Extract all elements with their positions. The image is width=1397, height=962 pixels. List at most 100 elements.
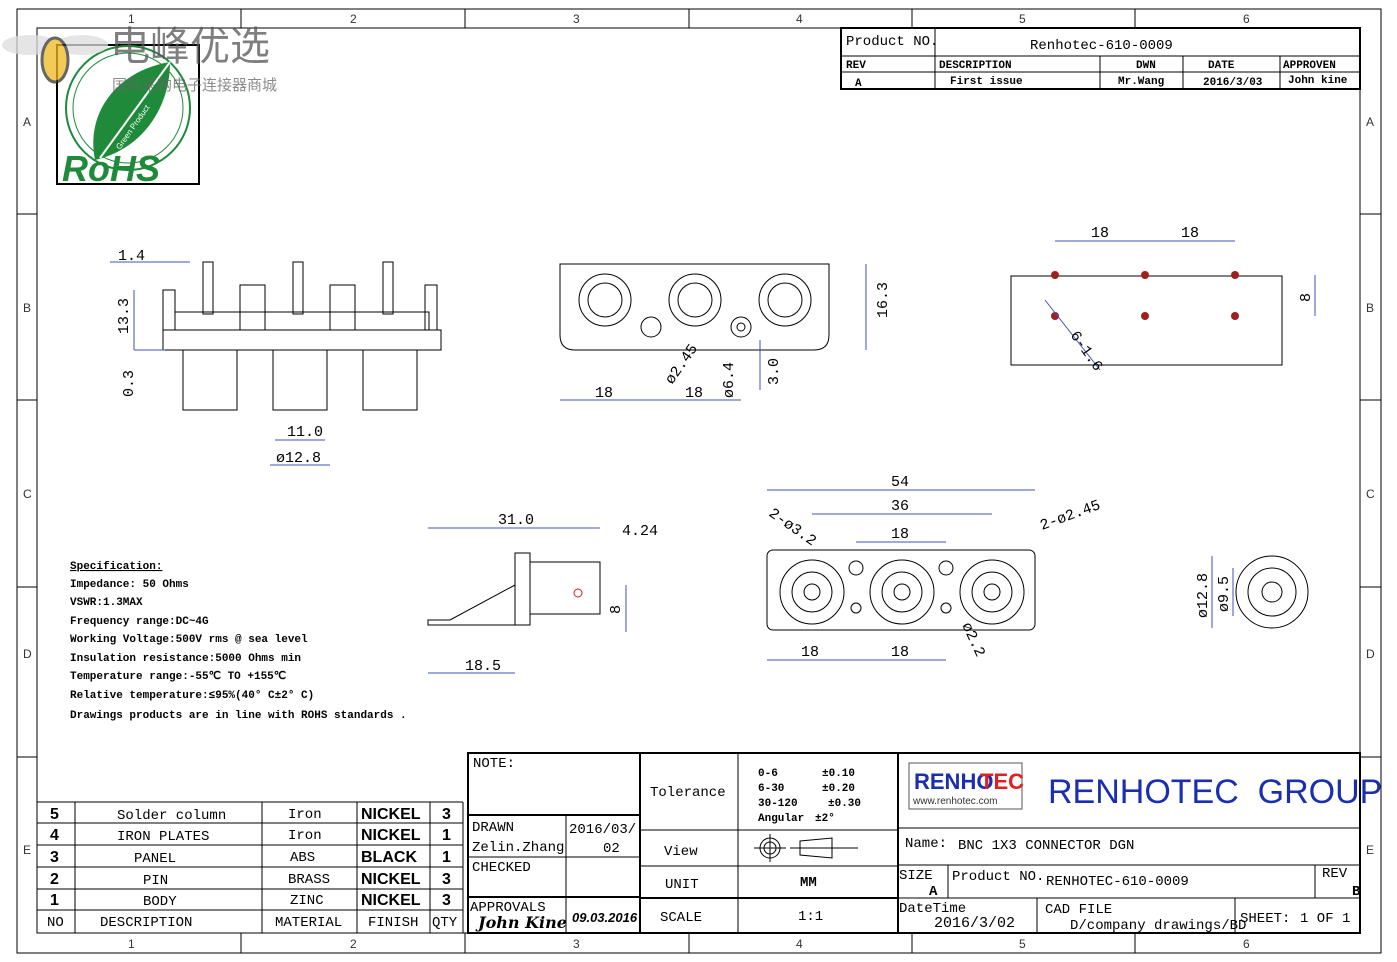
svg-text:30-120: 30-120 [758,798,798,810]
svg-text:31.0: 31.0 [498,512,534,529]
svg-text:2016/3/02: 2016/3/02 [934,915,1015,932]
svg-text:1: 1 [50,892,59,909]
svg-text:E: E [1366,843,1374,857]
svg-text:UNIT: UNIT [665,877,699,893]
svg-text:Insulation resistance:5000 Ohm: Insulation resistance:5000 Ohms min [70,653,301,665]
svg-text:2: 2 [350,937,357,951]
svg-text:18: 18 [891,644,909,661]
svg-text:3: 3 [573,12,580,26]
svg-text:SCALE: SCALE [660,910,702,926]
svg-text:A: A [1366,115,1374,129]
svg-text:18: 18 [801,644,819,661]
svg-text:SHEET:: SHEET: [1240,911,1290,927]
outer-border [16,8,1382,954]
svg-text:First issue: First issue [950,76,1023,88]
svg-text:Drawings products are in line: Drawings products are in line with ROHS … [70,710,407,722]
svg-text:REV: REV [846,60,866,72]
svg-text:DateTime: DateTime [899,901,966,917]
svg-text:Iron: Iron [288,828,322,844]
svg-text:Solder column: Solder column [117,808,226,824]
svg-text:6-30: 6-30 [758,783,784,795]
svg-text:8: 8 [608,605,625,614]
svg-text:6: 6 [1243,937,1250,951]
svg-text:A: A [929,884,938,900]
revision-table: Product NO. Renhotec-610-0009 REV DESCRI… [840,27,1361,90]
svg-text:SIZE: SIZE [899,868,933,884]
svg-text:FINISH: FINISH [368,915,418,931]
svg-text:MATERIAL: MATERIAL [275,915,342,931]
svg-text:1 OF 1: 1 OF 1 [1300,911,1350,927]
svg-text:±2°: ±2° [815,813,835,825]
svg-text:3: 3 [442,871,451,888]
svg-text:Tolerance: Tolerance [650,785,726,801]
svg-text:BNC 1X3 CONNECTOR DGN: BNC 1X3 CONNECTOR DGN [958,838,1134,854]
svg-text:ø9.5: ø9.5 [1216,576,1233,612]
svg-text:1: 1 [442,849,451,866]
svg-text:1.4: 1.4 [118,248,145,265]
svg-text:±0.10: ±0.10 [822,768,855,780]
svg-text:18: 18 [1181,225,1199,242]
svg-text:0-6: 0-6 [758,768,778,780]
svg-text:RENHO: RENHO [914,769,993,794]
svg-text:NICKEL: NICKEL [361,827,421,844]
svg-text:CHECKED: CHECKED [472,860,531,876]
svg-text:QTY: QTY [432,915,458,931]
svg-text:±0.30: ±0.30 [828,798,861,810]
svg-text:1:1: 1:1 [798,909,823,925]
renhotec-logo: RENHO TEC www.renhotec.com [908,762,1024,810]
svg-text:2016/03/: 2016/03/ [569,822,636,838]
svg-text:3: 3 [442,806,451,823]
svg-text:RENHOTEC GROUP: RENHOTEC GROUP [1048,773,1382,811]
svg-text:BRASS: BRASS [288,872,330,888]
svg-text:PIN: PIN [143,873,168,889]
front-view: 1.4 13.3 0.3 11.0 ø12.8 [110,248,442,467]
svg-text:B: B [1366,301,1374,315]
svg-text:18: 18 [595,385,613,402]
svg-text:www.renhotec.com: www.renhotec.com [912,796,997,807]
svg-text:APPROVEN: APPROVEN [1283,60,1336,72]
top-view: 18 18 ø2.45 ø6.4 3.0 16.3 [559,263,892,402]
company-block: RENHO TEC www.renhotec.com RENHOTEC GROU… [898,762,1382,934]
svg-text:DRAWN: DRAWN [472,820,514,836]
svg-text:D: D [1366,647,1375,661]
leaf-icon [93,62,170,160]
svg-text:APPROVALS: APPROVALS [470,900,546,916]
svg-text:18.5: 18.5 [465,658,501,675]
svg-text:11.0: 11.0 [287,424,323,441]
svg-text:02: 02 [603,841,620,857]
svg-text:RENHOTEC-610-0009: RENHOTEC-610-0009 [1046,874,1189,890]
svg-text:E: E [23,843,31,857]
svg-text:REV: REV [1322,866,1348,882]
svg-text:13.3: 13.3 [116,298,133,334]
svg-text:VSWR:1.3MAX: VSWR:1.3MAX [70,597,143,609]
svg-text:NICKEL: NICKEL [361,806,421,823]
svg-text:4: 4 [796,937,803,951]
svg-text:TEC: TEC [980,769,1024,794]
side-view: 31.0 4.24 8 18.5 [427,512,658,675]
svg-text:DESCRIPTION: DESCRIPTION [939,60,1012,72]
svg-text:16.3: 16.3 [875,282,892,318]
signature: John Kine [475,913,567,932]
projection-view-icon [754,834,858,862]
svg-text:C: C [23,487,32,501]
pcb-layout-view: 18 18 8 6-1.6 [1010,225,1316,375]
svg-text:NICKEL: NICKEL [361,871,421,888]
svg-text:Name:: Name: [905,836,947,852]
svg-text:36: 36 [891,498,909,515]
svg-text:DATE: DATE [1208,60,1235,72]
svg-text:18: 18 [891,526,909,543]
svg-text:Zelin.Zhang: Zelin.Zhang [472,840,564,856]
svg-text:国际采购电子连接器商城: 国际采购电子连接器商城 [112,76,277,94]
svg-text:Impedance: 50 Ohms: Impedance: 50 Ohms [70,579,189,591]
svg-text:09.03.2016: 09.03.2016 [572,910,638,925]
svg-text:Specification:: Specification: [70,561,162,573]
rohs-logo: RoHS Green Product [56,44,200,189]
bee-icon [40,36,70,84]
svg-text:4: 4 [796,12,803,26]
